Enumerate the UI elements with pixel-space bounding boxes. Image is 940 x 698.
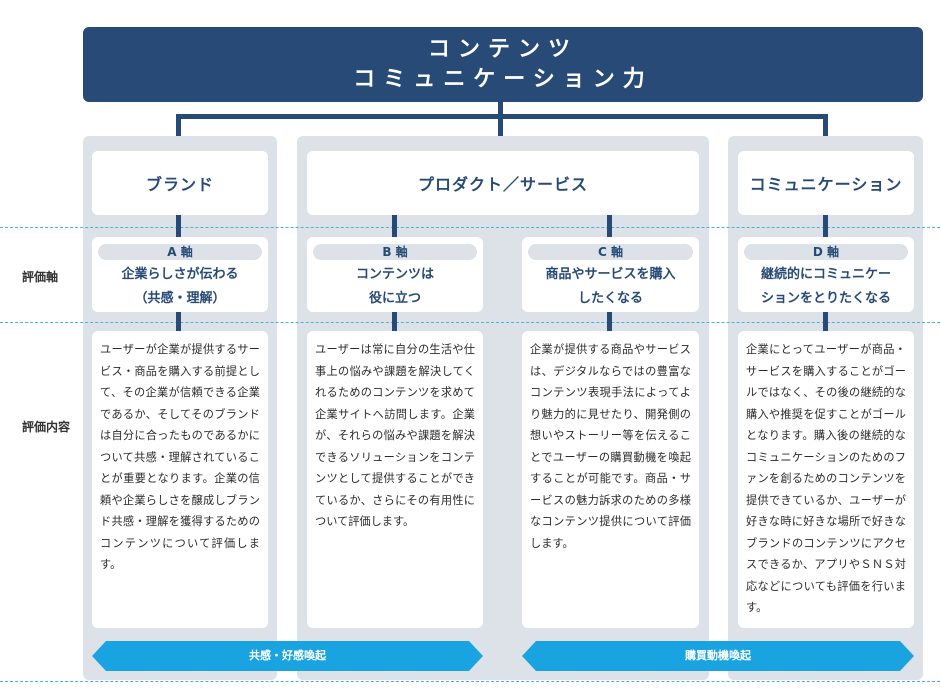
connector-b-bottom	[392, 312, 397, 331]
axis-c-text-1: 商品やサービスを購入	[545, 267, 676, 282]
axis-b-text-2: 役に立つ	[368, 291, 421, 306]
axis-b-label: B 軸	[313, 244, 477, 260]
connector-trunk	[498, 102, 503, 118]
arrow-empathy-label: 共感・好感喚起	[249, 649, 326, 662]
double-arrow-icon	[522, 641, 914, 671]
connector-product	[498, 114, 503, 151]
category-product-service: プロダクト／サービス	[307, 151, 699, 215]
connector-c-bottom	[607, 312, 612, 331]
axis-d-label: D 軸	[744, 244, 908, 260]
arrow-purchase: 購買動機喚起	[522, 641, 914, 671]
description-a: ユーザーが企業が提供するサービス・商品を購入する前提として、その企業が信頼できる…	[92, 331, 268, 628]
axis-a-text-1: 企業らしさが伝わる	[121, 267, 239, 282]
axis-c: C 軸 商品やサービスを購入 したくなる	[522, 237, 699, 312]
row-label-content: 評価内容	[22, 420, 71, 434]
connector-a-top	[176, 215, 181, 237]
axis-a: A 軸 企業らしさが伝わる （共感・理解）	[92, 237, 268, 312]
description-c: 企業が提供する商品やサービスは、デジタルならではの豊富なコンテンツ表現手法によっ…	[522, 331, 699, 628]
diagram-title: コンテンツ コミュニケーション力	[83, 27, 923, 102]
connector-b-top	[392, 215, 397, 237]
row-label-axis: 評価軸	[22, 270, 59, 284]
description-b: ユーザーは常に自分の生活や仕事上の悩みや課題を解決してくれるためのコンテンツを求…	[307, 331, 483, 628]
connector-a-bottom	[176, 312, 181, 331]
axis-a-text-2: （共感・理解）	[134, 291, 226, 306]
description-d: 企業にとってユーザーが商品・サービスを購入することがゴールではなく、その後の継続…	[738, 331, 914, 628]
title-line-2: コミュニケーション力	[353, 66, 653, 92]
connector-d-bottom	[823, 312, 828, 331]
dashed-separator-bottom	[0, 681, 940, 682]
arrow-empathy: 共感・好感喚起	[92, 641, 483, 671]
connector-c-top	[607, 215, 612, 237]
axis-b-text-1: コンテンツは	[355, 267, 434, 282]
axis-c-label: C 軸	[528, 244, 693, 260]
axis-a-label: A 軸	[98, 244, 262, 260]
category-communication: コミュニケーション	[738, 151, 914, 215]
category-brand: ブランド	[92, 151, 268, 215]
axis-d-text-1: 継続的にコミュニケー	[760, 267, 891, 282]
title-line-1: コンテンツ	[427, 36, 578, 62]
double-arrow-icon	[92, 641, 483, 671]
connector-brand	[176, 114, 181, 151]
axis-c-text-2: したくなる	[577, 291, 643, 306]
axis-d: D 軸 継続的にコミュニケー ションをとりたくなる	[738, 237, 914, 312]
connector-communication	[823, 114, 828, 151]
axis-d-text-2: ションをとりたくなる	[760, 291, 891, 306]
arrow-purchase-label: 購買動機喚起	[685, 649, 751, 662]
connector-d-top	[823, 215, 828, 237]
axis-b: B 軸 コンテンツは 役に立つ	[307, 237, 483, 312]
dashed-separator-middle	[0, 322, 940, 323]
dashed-separator-top	[0, 227, 940, 228]
